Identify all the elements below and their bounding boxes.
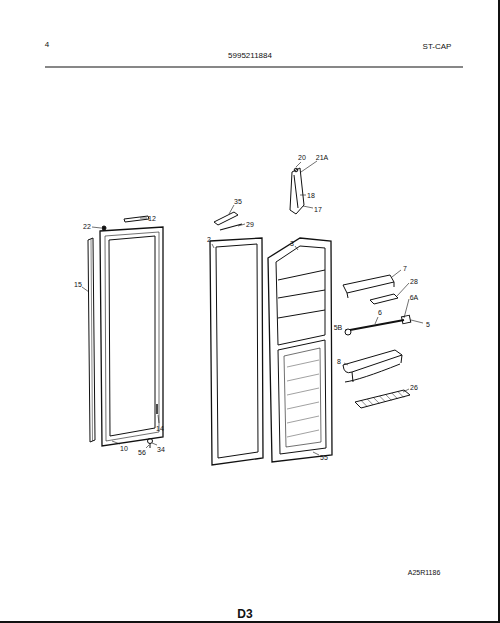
door-gasket [210, 238, 263, 465]
callout-number: 2 [207, 236, 211, 243]
callout-number: 10 [120, 445, 128, 452]
callout-number: 35 [234, 198, 242, 205]
liner-rib [287, 374, 319, 381]
page-border [0, 621, 500, 623]
liner-ribs [287, 360, 319, 437]
grille-bar [361, 401, 367, 407]
callout-number: 6A [410, 294, 419, 301]
small-bracket [214, 212, 242, 230]
door-shelf [343, 350, 402, 382]
page-number: 4 [45, 41, 49, 49]
callout-number: 18 [307, 192, 315, 199]
door-bin [343, 275, 394, 298]
header-rule [45, 66, 463, 67]
grille-bar [380, 396, 386, 402]
grille-bar [386, 395, 392, 401]
shelf-rod [345, 315, 411, 335]
door-outer-panel [100, 227, 163, 446]
callout-number: 7 [403, 265, 407, 272]
callout-number: 6 [378, 309, 382, 316]
callout-number: 8 [337, 358, 341, 365]
model-code: ST-CAP [423, 43, 452, 51]
part-list-number: 5995211884 [228, 52, 272, 60]
grille [355, 390, 410, 408]
grille-bar [398, 392, 404, 398]
liner-rib [287, 402, 319, 409]
grille-bar [373, 398, 379, 404]
callout-number: 12 [148, 215, 156, 222]
callout-number: 20 [298, 154, 306, 161]
screw [156, 404, 158, 414]
liner-rib [287, 430, 319, 437]
leader-line [82, 161, 423, 455]
callout-number: 3 [290, 240, 294, 247]
page-border [498, 0, 500, 623]
callout-number: 22 [83, 223, 91, 230]
page-code: D3 [237, 608, 252, 620]
liner-rib [287, 360, 319, 367]
callout-number: 14 [156, 425, 164, 432]
liner-rib [287, 388, 319, 395]
door-liner [268, 238, 332, 462]
drawing-code: A25R1186 [408, 569, 441, 576]
trim-bar [124, 216, 149, 222]
bin-cover [370, 294, 398, 304]
handle-strip [88, 238, 95, 442]
callout-number: 55 [320, 454, 328, 461]
callout-number: 21A [316, 154, 328, 161]
callout-number: 56 [138, 449, 146, 456]
grille-bar [392, 393, 398, 399]
shelf-bracket [290, 168, 304, 214]
callout-number: 5 [426, 321, 430, 328]
callout-number: 15 [74, 281, 82, 288]
callout-number: 29 [246, 221, 254, 228]
hinge-pin [148, 439, 153, 449]
grille-bar [367, 399, 373, 405]
callout-number: 26 [410, 384, 418, 391]
callout-number: 34 [157, 446, 165, 453]
callout-number: 5B [334, 324, 343, 331]
callout-number: 28 [410, 278, 418, 285]
callout-number: 17 [314, 206, 322, 213]
screw [102, 226, 106, 230]
liner-rib [287, 416, 319, 423]
